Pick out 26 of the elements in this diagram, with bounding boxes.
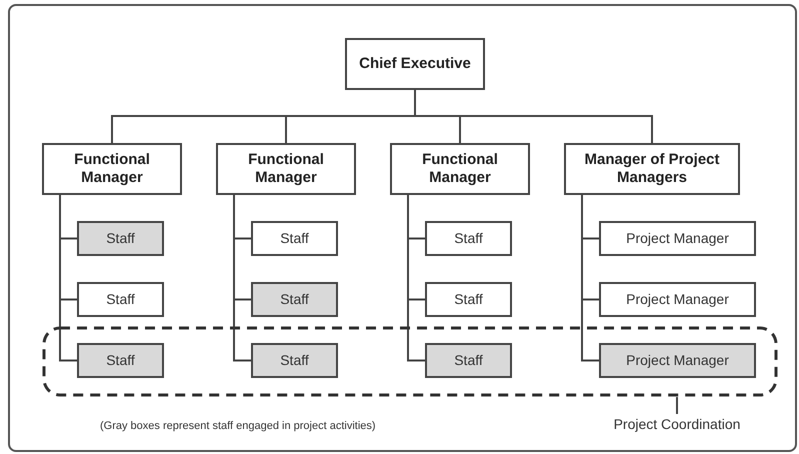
group-label: Project Coordination	[592, 414, 762, 434]
staff-box: Staff	[425, 221, 512, 256]
connector-line	[581, 195, 599, 362]
manager-box: Chief Executive	[345, 38, 485, 90]
footnote: (Gray boxes represent staff engaged in project activities)	[100, 419, 376, 434]
staff-box: Staff	[251, 282, 338, 317]
connector-line	[414, 90, 653, 143]
manager-box: Manager of Project Managers	[564, 143, 740, 195]
staff-box: Project Manager	[599, 282, 756, 317]
staff-box: Staff	[77, 282, 164, 317]
dashed-group-outline	[42, 326, 778, 397]
manager-box: Functional Manager	[42, 143, 182, 195]
connector-line	[59, 195, 77, 362]
staff-box: Staff	[251, 221, 338, 256]
manager-box: Functional Manager	[390, 143, 530, 195]
staff-box: Project Manager	[599, 343, 756, 378]
staff-box: Staff	[251, 343, 338, 378]
leader-line	[676, 397, 678, 414]
staff-box: Staff	[77, 343, 164, 378]
staff-box: Project Manager	[599, 221, 756, 256]
manager-box: Functional Manager	[216, 143, 356, 195]
connector-line	[233, 195, 251, 362]
staff-box: Staff	[77, 221, 164, 256]
staff-box: Staff	[425, 343, 512, 378]
connector-line	[407, 195, 425, 362]
staff-box: Staff	[425, 282, 512, 317]
